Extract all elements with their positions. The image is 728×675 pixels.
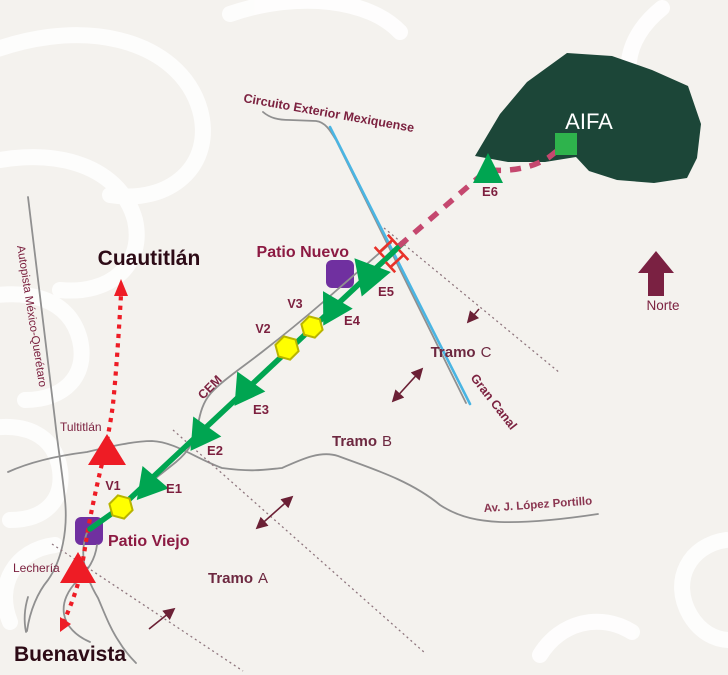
tramo-boundary-b [172, 429, 426, 654]
patio-viejo-label: Patio Viejo [108, 533, 190, 550]
cuautitlan-arrow-south [60, 617, 71, 632]
route-dashed-to-aifa [397, 141, 567, 249]
viaduct-v2-hexagon [274, 335, 300, 361]
crossing-mark-1 [373, 233, 399, 259]
road-cem [82, 242, 392, 664]
tramo-a-arrow-south [148, 607, 176, 630]
tramo-a-word: Tramo [208, 570, 253, 587]
tramo-b-arrow [391, 367, 424, 403]
station-e6-label: E6 [482, 184, 498, 199]
lecheria-label: Lechería [13, 561, 60, 575]
tramo-boundary-c [383, 227, 561, 374]
station-e1-triangle [136, 465, 169, 500]
tramo-c-label: Tramo C [431, 344, 492, 361]
cuautitlan-label: Cuautitlán [98, 247, 201, 270]
crossing-marks [373, 233, 410, 274]
station-e2-label: E2 [207, 443, 223, 458]
road-autopista [26, 196, 67, 632]
aifa-airport-area [475, 53, 701, 183]
station-markers [136, 153, 503, 500]
tramo-a-letter: A [258, 570, 268, 587]
viaduct-v1-hexagon [108, 494, 134, 520]
norte-label: Norte [646, 298, 679, 313]
road-local-buenavista [62, 544, 98, 643]
viaduct-v1-label: V1 [105, 479, 120, 493]
tramo-c-letter: C [481, 344, 492, 361]
tramo-b-label: Tramo B [332, 433, 392, 450]
tramo-c-word: Tramo [431, 344, 476, 361]
lecheria-triangle [60, 552, 96, 583]
station-e5-label: E5 [378, 284, 394, 299]
station-e1-label: E1 [166, 481, 182, 496]
buenavista-label: Buenavista [14, 643, 126, 666]
patio-nuevo-square [326, 260, 354, 288]
station-e4-triangle [323, 291, 353, 326]
road-local-west [23, 596, 29, 633]
crossing-mark-2 [384, 248, 410, 274]
norte-arrow-icon [638, 251, 674, 296]
viaduct-markers [108, 315, 324, 520]
tramo-a-label: Tramo A [208, 570, 268, 587]
aifa-label: AIFA [565, 109, 613, 134]
station-e4-label: E4 [344, 313, 361, 328]
station-e2-triangle [190, 416, 222, 451]
station-e6-triangle [473, 153, 503, 183]
tultitlan-triangle [88, 434, 126, 465]
viaduct-v3-label: V3 [287, 297, 302, 311]
cuautitlan-arrow-north [114, 279, 128, 296]
station-e5-triangle [354, 258, 391, 297]
patio-nuevo-label: Patio Nuevo [257, 244, 350, 261]
aifa-station-square [555, 133, 577, 155]
tramo-b-word: Tramo [332, 433, 377, 450]
tultitlan-label: Tultitlán [60, 420, 102, 434]
gran-canal-line [328, 125, 472, 406]
tramo-b-letter: B [382, 433, 392, 450]
viaduct-v3-hexagon [300, 315, 324, 339]
station-e3-triangle [234, 371, 266, 406]
station-e3-label: E3 [253, 402, 269, 417]
viaduct-v2-label: V2 [255, 322, 270, 336]
tramo-a-b-arrow [255, 495, 294, 530]
route-dashed-upper [489, 141, 567, 174]
tramo-arrows [148, 308, 480, 630]
tramo-c-arrow [466, 308, 480, 324]
